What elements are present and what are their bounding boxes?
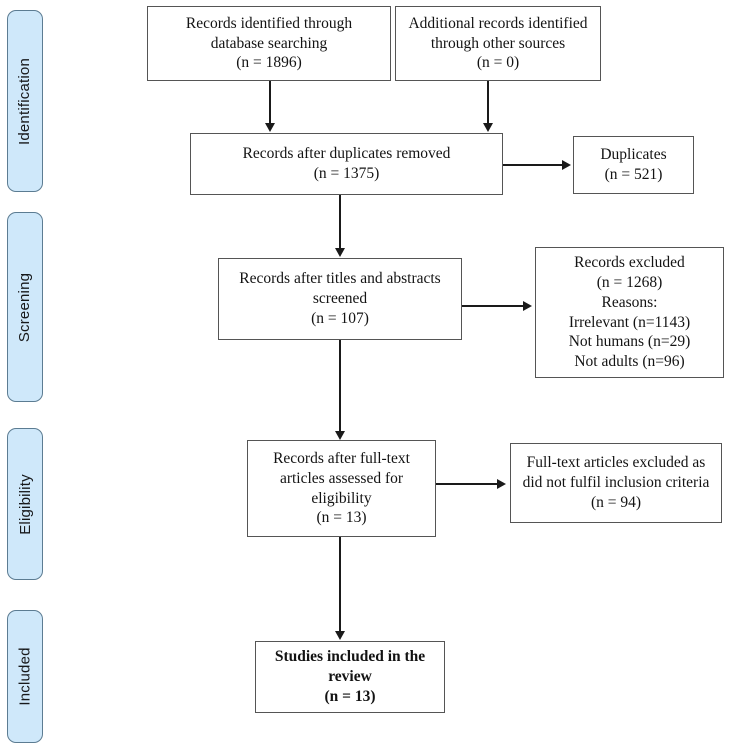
node-duplicates-removed-text: Records after duplicates removed (n = 13…	[242, 145, 451, 182]
stage-pill-screening: Screening	[7, 212, 43, 402]
connector-fulltext-assessed-to-studies-included	[339, 537, 341, 632]
stage-pill-identification: Identification	[7, 10, 43, 192]
node-fulltext-assessed-text: Records after full-text articles assesse…	[273, 450, 410, 527]
connector-screened-to-fulltext-assessed	[339, 340, 341, 432]
arrowhead-other-sources-to-duplicates-removed	[482, 123, 493, 132]
node-fulltext-excluded-text: Full-text articles excluded as did not f…	[522, 454, 710, 511]
node-records-excluded: Records excluded (n = 1268) Reasons: Irr…	[535, 247, 724, 378]
node-studies-included-text: Studies included in the review (n = 13)	[274, 648, 426, 705]
stage-label-included: Included	[16, 647, 34, 706]
node-records-excluded-text: Records excluded (n = 1268) Reasons: Irr…	[568, 254, 691, 370]
node-titles-abstracts-screened: Records after titles and abstracts scree…	[218, 258, 462, 340]
node-studies-included: Studies included in the review (n = 13)	[255, 641, 445, 713]
node-fulltext-excluded: Full-text articles excluded as did not f…	[510, 443, 722, 523]
connector-duplicates-removed-to-screened	[339, 195, 341, 249]
node-duplicates-removed: Records after duplicates removed (n = 13…	[190, 133, 503, 195]
node-fulltext-assessed: Records after full-text articles assesse…	[247, 440, 436, 537]
connector-fulltext-assessed-to-fulltext-excluded	[436, 483, 498, 485]
connector-other-sources-to-duplicates-removed	[487, 81, 489, 124]
stage-label-screening: Screening	[16, 272, 34, 342]
arrowhead-screened-to-fulltext-assessed	[334, 431, 345, 440]
node-other-sources-text: Additional records identified through ot…	[408, 14, 588, 72]
node-other-sources: Additional records identified through ot…	[395, 6, 601, 81]
connector-database-search-to-duplicates-removed	[269, 81, 271, 124]
node-titles-abstracts-screened-text: Records after titles and abstracts scree…	[239, 270, 441, 327]
arrowhead-duplicates-removed-to-screened	[334, 248, 345, 257]
arrowhead-duplicates-removed-to-duplicates	[562, 159, 571, 170]
arrowhead-fulltext-assessed-to-studies-included	[334, 631, 345, 640]
stage-pill-eligibility: Eligibility	[7, 428, 43, 580]
node-database-search: Records identified through database sear…	[147, 6, 391, 81]
connector-duplicates-removed-to-duplicates	[503, 164, 563, 166]
stage-label-identification: Identification	[16, 57, 34, 145]
node-duplicates-text: Duplicates (n = 521)	[600, 146, 667, 183]
arrowhead-fulltext-assessed-to-fulltext-excluded	[497, 478, 506, 489]
arrowhead-screened-to-records-excluded	[523, 300, 532, 311]
node-database-search-text: Records identified through database sear…	[185, 14, 353, 72]
connector-screened-to-records-excluded	[462, 305, 524, 307]
arrowhead-database-search-to-duplicates-removed	[264, 123, 275, 132]
stage-pill-included: Included	[7, 610, 43, 743]
node-duplicates: Duplicates (n = 521)	[573, 136, 694, 194]
stage-label-eligibility: Eligibility	[16, 473, 34, 535]
